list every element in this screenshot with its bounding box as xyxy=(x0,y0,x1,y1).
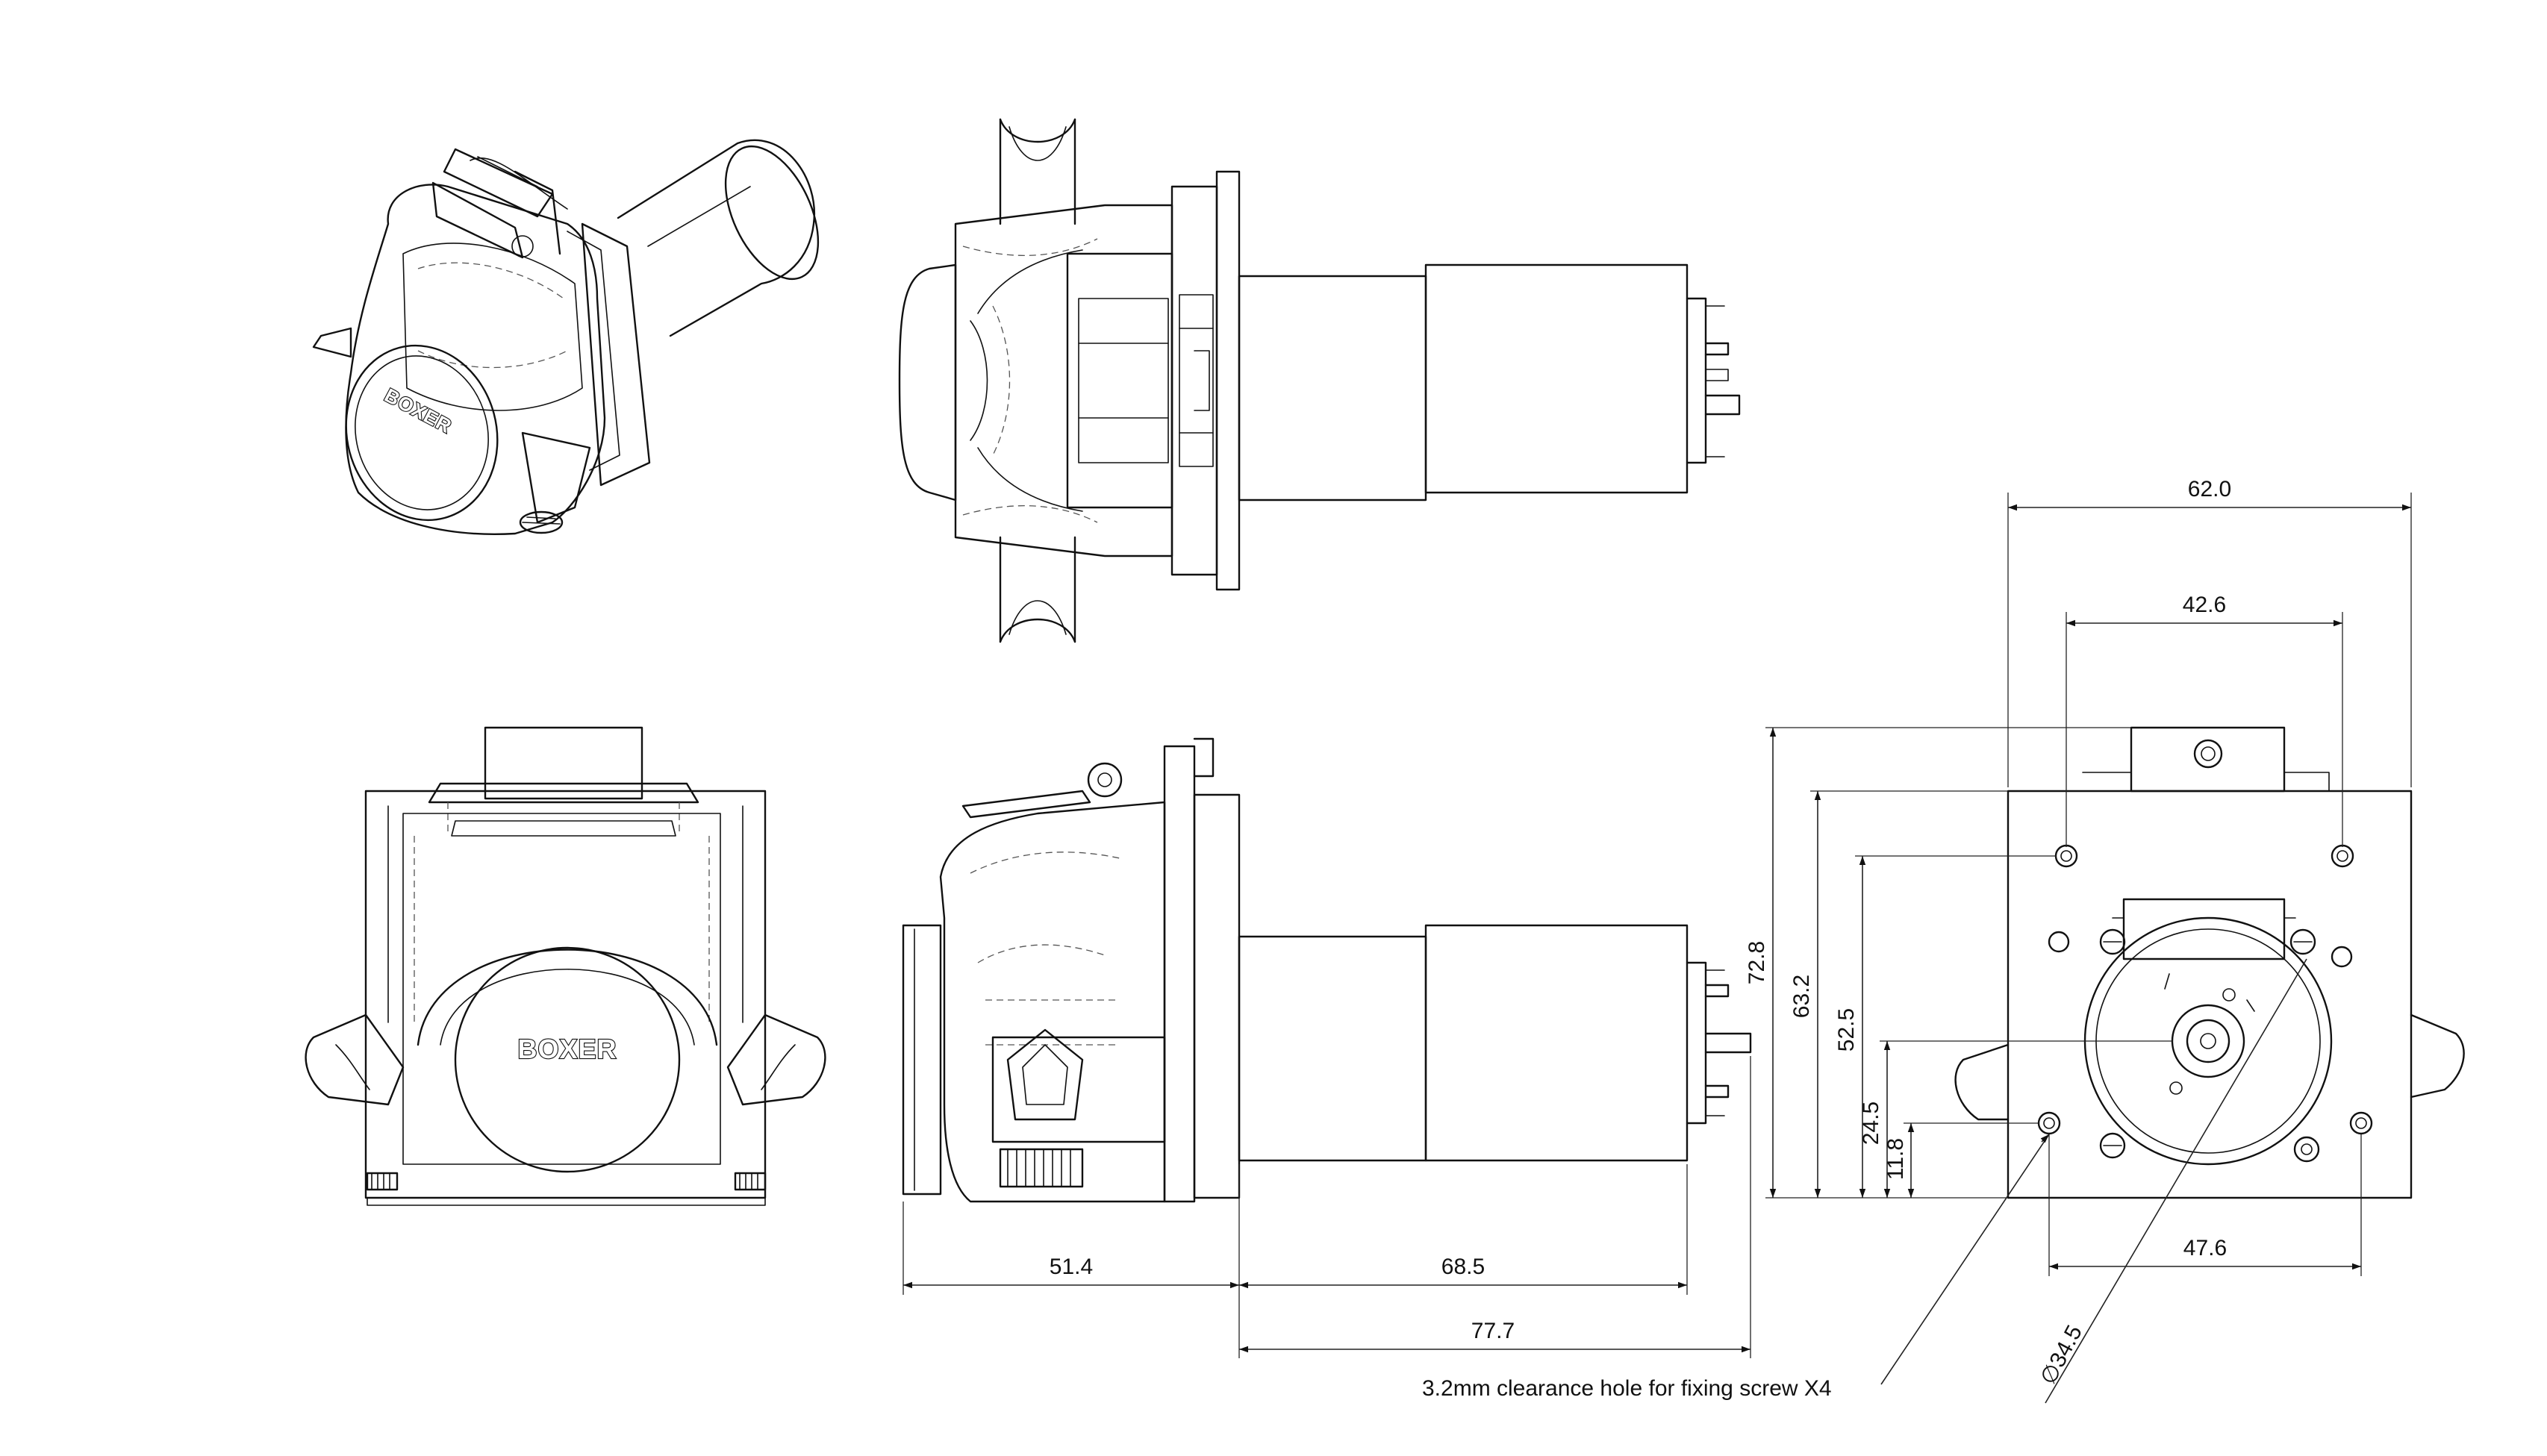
dim-pump-head-depth: 51.4 xyxy=(1050,1255,1093,1279)
dim-lower-hole-spacing: 47.6 xyxy=(2183,1236,2227,1260)
dim-plate-height: 63.2 xyxy=(1789,975,1814,1018)
dim-shaft-height: 24.5 xyxy=(1859,1102,1883,1145)
dim-flange-diameter: ∅34.5 xyxy=(2036,1321,2087,1388)
dimension-lines xyxy=(902,493,2412,1404)
front-brand-label: BOXER xyxy=(517,1034,617,1064)
front-view: BOXER xyxy=(305,726,826,1206)
clearance-hole-note: 3.2mm clearance hole for fixing screw X4 xyxy=(1422,1376,1832,1401)
dim-upper-hole-height: 52.5 xyxy=(1834,1008,1859,1052)
iso-brand-label: BOXER xyxy=(381,384,455,437)
dim-lower-hole-height: 11.8 xyxy=(1883,1138,1908,1180)
rear-view xyxy=(1954,726,2465,1199)
side-view xyxy=(902,737,1752,1203)
dim-motor-with-shaft-length: 77.7 xyxy=(1471,1319,1515,1343)
top-view xyxy=(898,118,1741,643)
dimension-labels: 62.0 42.6 47.6 72.8 63.2 52.5 24.5 11.8 … xyxy=(1050,477,2231,1401)
dim-overall-width: 62.0 xyxy=(2188,477,2231,502)
dim-overall-height: 72.8 xyxy=(1745,941,1769,984)
dim-motor-length: 68.5 xyxy=(1441,1255,1485,1279)
isometric-view: BOXER xyxy=(312,139,820,535)
dim-top-hole-spacing: 42.6 xyxy=(2183,593,2226,617)
